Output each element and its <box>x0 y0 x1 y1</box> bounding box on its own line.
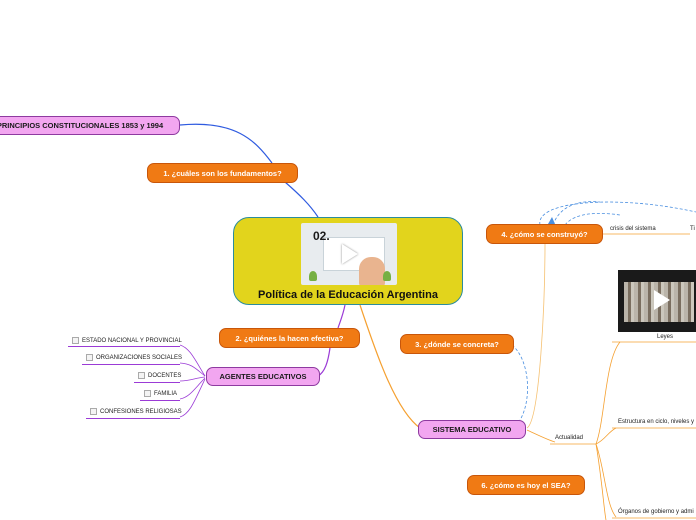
agente-underline <box>86 418 180 419</box>
node-sistema-label: SISTEMA EDUCATIVO <box>432 425 512 434</box>
note-icon <box>86 354 93 361</box>
node-sea[interactable]: 6. ¿cómo es hoy el SEA? <box>467 475 585 495</box>
agente-item-label: DOCENTES <box>148 372 182 379</box>
node-como-construyo[interactable]: 4. ¿cómo se construyó? <box>486 224 603 244</box>
dashed-donde-sistema <box>511 344 528 421</box>
line-agentes-item3 <box>179 376 206 382</box>
agente-item-label: FAMILIA <box>154 390 178 397</box>
label-estructura[interactable]: Estructura en ciclo, niveles y <box>618 419 695 425</box>
node-donde[interactable]: 3. ¿dónde se concreta? <box>400 334 514 354</box>
line-central-quienes <box>337 304 346 329</box>
line-sistema-actualidad <box>526 429 556 443</box>
label-crisis[interactable]: crisis del sistema <box>610 226 656 232</box>
leyes-video-thumbnail[interactable] <box>618 270 696 332</box>
line-actualidad-estructura <box>595 427 617 445</box>
label-leyes[interactable]: Leyes <box>657 334 674 340</box>
node-sea-label: 6. ¿cómo es hoy el SEA? <box>481 480 571 490</box>
agente-item[interactable]: ORGANIZACIONES SOCIALES <box>86 354 182 361</box>
dashed-construyo-loop1 <box>539 201 696 226</box>
label-organos[interactable]: Órganos de gobierno y admi <box>618 509 694 515</box>
line-sistema-construyo <box>526 243 546 429</box>
agente-item[interactable]: DOCENTES <box>138 372 181 379</box>
central-title: Política de la Educación Argentina <box>258 289 438 301</box>
line-agentes-item5 <box>179 378 206 418</box>
line-actualidad-organos <box>595 443 617 518</box>
line-fundamentos-central <box>284 181 319 218</box>
agente-item-label: ORGANIZACIONES SOCIALES <box>96 354 183 361</box>
node-quienes-label: 2. ¿quiénes la hacen efectiva? <box>235 333 344 343</box>
agente-underline <box>140 400 180 401</box>
line-actualidad-leyes <box>595 341 621 445</box>
central-thumbnail-image[interactable]: 02. <box>301 223 397 285</box>
agente-underline <box>134 382 180 383</box>
node-principios[interactable]: PRINCIPIOS CONSTITUCIONALES 1853 y 1994 <box>0 116 180 135</box>
line-principios-fundamentos <box>179 123 273 164</box>
dashed-construyo-loop2 <box>552 201 601 226</box>
agente-item[interactable]: CONFESIONES RELIGIOSAS <box>90 408 182 415</box>
node-como-construyo-label: 4. ¿cómo se construyó? <box>501 229 588 239</box>
agente-item-label: ESTADO NACIONAL Y PROVINCIAL <box>82 337 182 344</box>
line-agentes-item2 <box>179 362 206 377</box>
central-topic[interactable]: 02. Política de la Educación Argentina <box>233 217 463 305</box>
label-ti[interactable]: Ti <box>690 226 695 232</box>
note-icon <box>90 408 97 415</box>
label-actualidad[interactable]: Actualidad <box>555 435 584 441</box>
agente-underline <box>68 346 180 347</box>
node-principios-label: PRINCIPIOS CONSTITUCIONALES 1853 y 1994 <box>0 121 164 130</box>
agente-underline <box>82 364 180 365</box>
line-agentes-item1 <box>179 344 206 377</box>
line-central-sistema <box>359 304 421 429</box>
note-icon <box>138 372 145 379</box>
plant-icon <box>383 271 391 281</box>
node-fundamentos-label: 1. ¿cuáles son los fundamentos? <box>163 168 282 178</box>
agente-item-label: CONFESIONES RELIGIOSAS <box>100 408 182 415</box>
line-agentes-item4 <box>179 377 206 400</box>
node-donde-label: 3. ¿dónde se concreta? <box>415 339 499 349</box>
thumbnail-hand <box>359 257 385 285</box>
node-quienes[interactable]: 2. ¿quiénes la hacen efectiva? <box>219 328 360 348</box>
play-icon[interactable] <box>342 244 358 264</box>
thumbnail-number: 02. <box>313 229 330 243</box>
agente-item[interactable]: FAMILIA <box>144 390 177 397</box>
play-icon[interactable] <box>654 290 670 310</box>
node-fundamentos[interactable]: 1. ¿cuáles son los fundamentos? <box>147 163 298 183</box>
agente-item[interactable]: ESTADO NACIONAL Y PROVINCIAL <box>72 337 182 344</box>
node-sistema-educativo[interactable]: SISTEMA EDUCATIVO <box>418 420 526 439</box>
plant-icon <box>309 271 317 281</box>
node-agentes[interactable]: AGENTES EDUCATIVOS <box>206 367 320 386</box>
line-actualidad-lower <box>595 443 607 520</box>
note-icon <box>144 390 151 397</box>
note-icon <box>72 337 79 344</box>
node-agentes-label: AGENTES EDUCATIVOS <box>219 372 307 381</box>
dashed-arrowhead <box>548 217 555 224</box>
